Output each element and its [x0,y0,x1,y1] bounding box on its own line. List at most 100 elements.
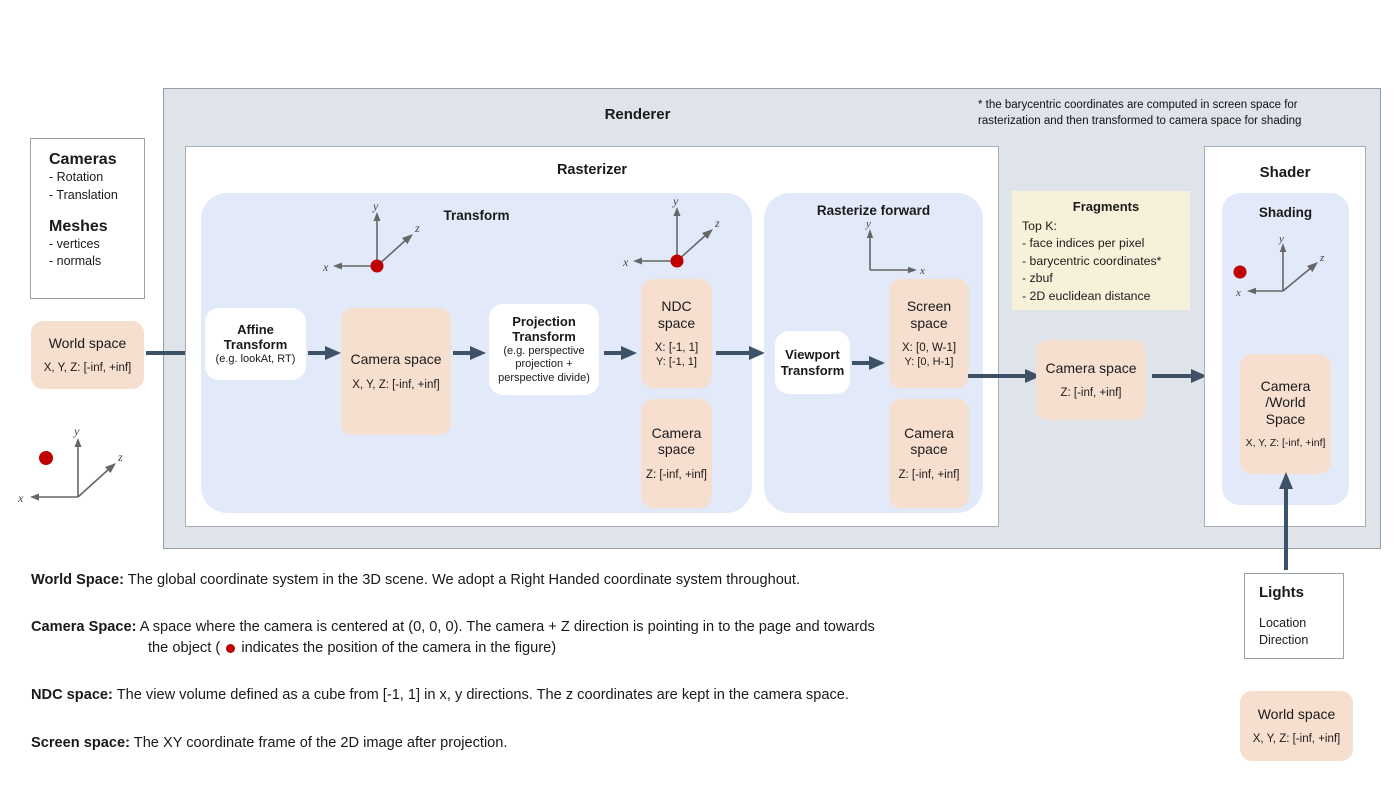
svg-text:z: z [414,221,420,235]
descriptions: World Space: The global coordinate syste… [31,570,1131,780]
description-world-space-text: The global coordinate system in the 3D s… [124,572,801,588]
meshes-heading: Meshes [49,217,108,235]
screen-space-x-range: X: [0, W-1] [901,342,957,355]
ndc-space-x-range: X: [-1, 1] [654,342,699,355]
fragment-camera-space-title: Camera space [1045,359,1137,376]
camera-world-space-box: Camera /World Space X, Y, Z: [-inf, +inf… [1240,354,1331,474]
arrow-projection-to-ndc [604,342,638,369]
affine-transform-note: (e.g. lookAt, RT) [215,352,296,365]
world-space-input-title: World space [48,334,127,351]
camera-world-space-line3: Space [1265,410,1306,427]
screen-camera-space-box: Camera space Z: [-inf, +inf] [889,399,969,508]
cameras-heading: Cameras [49,151,117,168]
spacer [49,205,144,218]
ndc-space-y-range: Y: [-1, 1] [656,355,697,368]
screen-camera-space-line1: Camera [904,424,954,441]
camera-world-space-range: X, Y, Z: [-inf, +inf] [1245,437,1326,450]
description-screen-space-text: The XY coordinate frame of the 2D image … [129,734,508,751]
ndc-camera-space-line2: space [657,441,696,458]
screen-space-line1: Screen [906,298,952,315]
screen-camera-space-line2: space [910,441,948,458]
world-space-lights-range: X, Y, Z: [-inf, +inf] [1252,733,1341,746]
fragments-item-zbuf: - zbuf [1022,271,1053,286]
camera-dot-icon [39,451,53,465]
projection-transform-note2: projection + [515,358,573,371]
lights-box: Lights Location Direction [1244,573,1344,659]
description-screen-space-term: Screen space: [31,734,130,751]
description-world-space: World Space: The global coordinate syste… [31,570,1131,591]
transform-camera-space-title: Camera space [350,351,442,368]
transform-camera-space-box: Camera space X, Y, Z: [-inf, +inf] [341,308,451,435]
affine-transform-line2: Transform [223,337,288,353]
transform-camera-space-range: X, Y, Z: [-inf, +inf] [352,378,440,391]
arrow-affine-to-cameraspace [308,342,342,369]
arrow-lights-to-shader [1275,468,1297,575]
arrow-fragment-to-shader [1152,365,1208,392]
svg-text:z: z [1319,252,1325,264]
arrow-ndc-to-viewport [716,342,766,369]
description-ndc-space-term: NDC space: [31,687,113,704]
lights-item-direction: Direction [1259,632,1309,647]
fragments-title: Fragments [1072,199,1140,214]
transform-axis-icon: y x z [322,203,432,278]
shading-title: Shading [1258,205,1313,220]
lights-title: Lights [1259,584,1304,601]
shading-axis-icon: y x z [1228,236,1343,302]
svg-text:z: z [714,216,720,230]
viewport-transform-box: Viewport Transform [775,331,850,394]
description-camera-space-indent-post: indicates the position of the camera in … [237,640,557,657]
description-camera-space: Camera Space: A space where the camera i… [31,617,1131,659]
svg-text:x: x [622,255,629,269]
fragments-item-barycentric: - barycentric coordinates* [1022,253,1162,268]
svg-text:x: x [1235,287,1241,299]
ndc-camera-space-box: Camera space Z: [-inf, +inf] [641,399,712,508]
rasterizer-title: Rasterizer [556,162,628,178]
lights-item-location: Location [1259,616,1307,630]
svg-text:x: x [322,260,329,274]
viewport-transform-line2: Transform [780,362,845,378]
fragments-box: Fragments Top K: - face indices per pixe… [1012,191,1190,310]
camera-dot-icon [1233,265,1247,279]
camera-world-space-line2: /World [1265,394,1306,411]
fragment-camera-space-range: Z: [-inf, +inf] [1060,387,1122,400]
screen-axis-icon: y x [852,222,942,280]
fragments-lead: Top K: [1022,219,1057,233]
description-camera-space-indent-pre: the object ( [148,640,225,657]
projection-transform-note3: perspective divide) [498,371,590,384]
description-ndc-space: NDC space: The view volume defined as a … [31,685,1131,706]
cameras-item-rotation: - Rotation [49,170,104,184]
projection-transform-box: Projection Transform (e.g. perspective p… [489,304,599,395]
fragment-camera-space-box: Camera space Z: [-inf, +inf] [1036,340,1146,420]
description-world-space-term: World Space: [31,572,124,588]
screen-space-box: Screen space X: [0, W-1] Y: [0, H-1] [889,279,969,388]
shader-title: Shader [1259,164,1311,181]
ndc-space-box: NDC space X: [-1, 1] Y: [-1, 1] [641,279,712,388]
affine-transform-line1: Affine [237,321,274,337]
arrow-screen-to-fragment-camera [968,365,1042,392]
fragments-item-euclidean: - 2D euclidean distance [1022,288,1151,303]
projection-transform-line2: Transform [512,329,576,345]
viewport-transform-line1: Viewport [785,346,840,362]
svg-text:x: x [919,265,925,277]
description-camera-space-indent: the object ( indicates the position of t… [148,638,1131,659]
svg-text:x: x [18,491,24,505]
ndc-space-line2: space [657,314,696,331]
ndc-axis-icon: y x z [622,198,732,273]
meshes-item-normals: - normals [49,254,102,269]
inputs-info-card: Cameras - Rotation - Translation Meshes … [30,138,145,299]
description-camera-space-text: A space where the camera is centered at … [136,619,875,636]
camera-dot-icon [370,259,384,273]
svg-text:y: y [1278,236,1284,245]
description-screen-space: Screen space: The XY coordinate frame of… [31,733,1131,754]
world-space-lights-box: World space X, Y, Z: [-inf, +inf] [1240,691,1353,761]
screen-space-y-range: Y: [0, H-1] [904,355,954,368]
meshes-item-vertices: - vertices [49,236,100,251]
arrow-cameraspace-to-projection [453,342,487,369]
world-space-input-range: X, Y, Z: [-inf, +inf] [43,362,132,375]
camera-dot-icon [226,643,236,653]
svg-text:y: y [865,222,871,230]
world-space-lights-title: World space [1257,705,1336,722]
cameras-item-translation: - Translation [49,187,118,202]
description-ndc-space-text: The view volume defined as a cube from [… [112,687,849,704]
ndc-camera-space-line1: Camera [651,424,702,441]
